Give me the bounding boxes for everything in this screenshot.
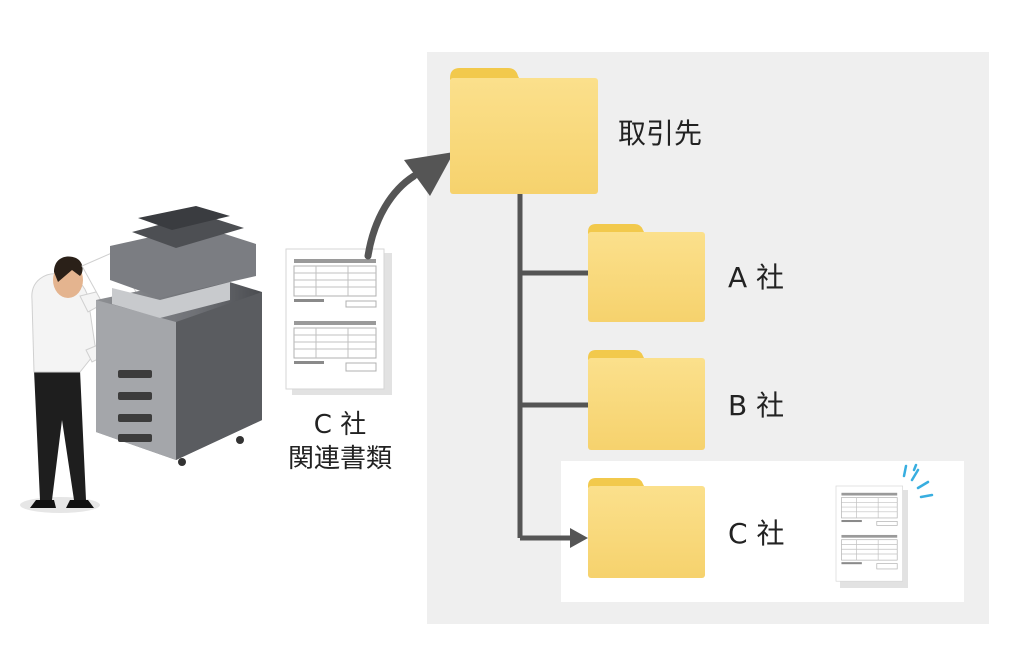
tree-arrowhead bbox=[570, 528, 588, 548]
document-caption: C 社 関連書類 bbox=[270, 408, 410, 476]
folder-icon-b bbox=[588, 350, 705, 450]
folder-icon-a bbox=[588, 224, 705, 322]
document-caption-line1: C 社 bbox=[313, 410, 367, 440]
tree-connectors bbox=[517, 194, 590, 541]
scanned-document-icon bbox=[285, 248, 392, 395]
curved-arrow-icon bbox=[364, 152, 454, 260]
folder-label-c: C 社 bbox=[728, 517, 785, 550]
sparkle-icon bbox=[902, 463, 934, 499]
folder-label-a: A 社 bbox=[728, 261, 785, 294]
folder-icon-c bbox=[588, 478, 705, 578]
multifunction-printer-icon bbox=[96, 206, 262, 466]
folder-label-b: B 社 bbox=[728, 389, 785, 422]
folder-icon-root bbox=[450, 68, 598, 194]
document-caption-line2: 関連書類 bbox=[287, 444, 392, 474]
filed-document-icon bbox=[835, 485, 908, 588]
root-folder-label: 取引先 bbox=[618, 117, 703, 150]
